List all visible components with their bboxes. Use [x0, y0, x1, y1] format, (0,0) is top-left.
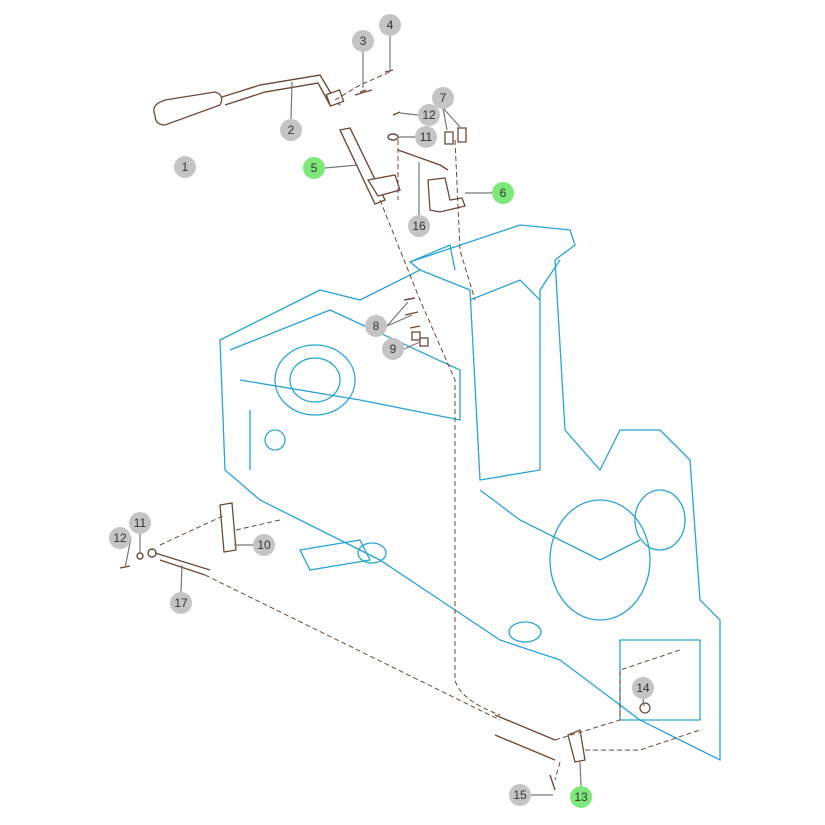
callout-6[interactable]: 6 [492, 182, 514, 204]
svg-text:4: 4 [387, 18, 394, 32]
callout-11-upper[interactable]: 11 [415, 126, 437, 148]
svg-text:16: 16 [412, 219, 426, 233]
callout-12-upper[interactable]: 12 [418, 104, 440, 126]
callout-15[interactable]: 15 [509, 784, 531, 806]
svg-text:11: 11 [420, 130, 433, 144]
svg-text:17: 17 [174, 596, 188, 610]
callout-1[interactable]: 1 [174, 156, 196, 178]
callout-14[interactable]: 14 [632, 677, 654, 699]
svg-text:10: 10 [257, 538, 271, 552]
svg-text:7: 7 [440, 91, 447, 105]
svg-text:15: 15 [513, 788, 527, 802]
svg-text:8: 8 [373, 319, 380, 333]
callout-9[interactable]: 9 [382, 338, 404, 360]
callout-7[interactable]: 7 [432, 87, 454, 109]
svg-text:13: 13 [574, 790, 588, 804]
callout-3[interactable]: 3 [352, 30, 374, 52]
callout-16[interactable]: 16 [408, 215, 430, 237]
callout-8[interactable]: 8 [365, 315, 387, 337]
svg-text:5: 5 [311, 161, 318, 175]
svg-text:6: 6 [500, 186, 507, 200]
callout-4[interactable]: 4 [379, 14, 401, 36]
callout-11-lower[interactable]: 11 [129, 512, 151, 534]
callout-10[interactable]: 10 [253, 534, 275, 556]
callout-2[interactable]: 2 [280, 119, 302, 141]
svg-text:9: 9 [390, 342, 397, 356]
machine-frame [219, 224, 721, 762]
callout-13[interactable]: 13 [570, 786, 592, 808]
leader-lines [124, 36, 645, 796]
svg-text:14: 14 [636, 681, 650, 695]
callout-12-lower[interactable]: 12 [109, 527, 131, 549]
svg-text:12: 12 [113, 531, 127, 545]
callout-5[interactable]: 5 [303, 157, 325, 179]
handle-grip [153, 91, 223, 126]
svg-text:11: 11 [134, 516, 147, 530]
svg-text:2: 2 [288, 123, 295, 137]
svg-text:1: 1 [182, 160, 189, 174]
callout-17[interactable]: 17 [170, 592, 192, 614]
svg-text:3: 3 [360, 34, 367, 48]
svg-text:12: 12 [422, 108, 436, 122]
parts [119, 69, 701, 791]
